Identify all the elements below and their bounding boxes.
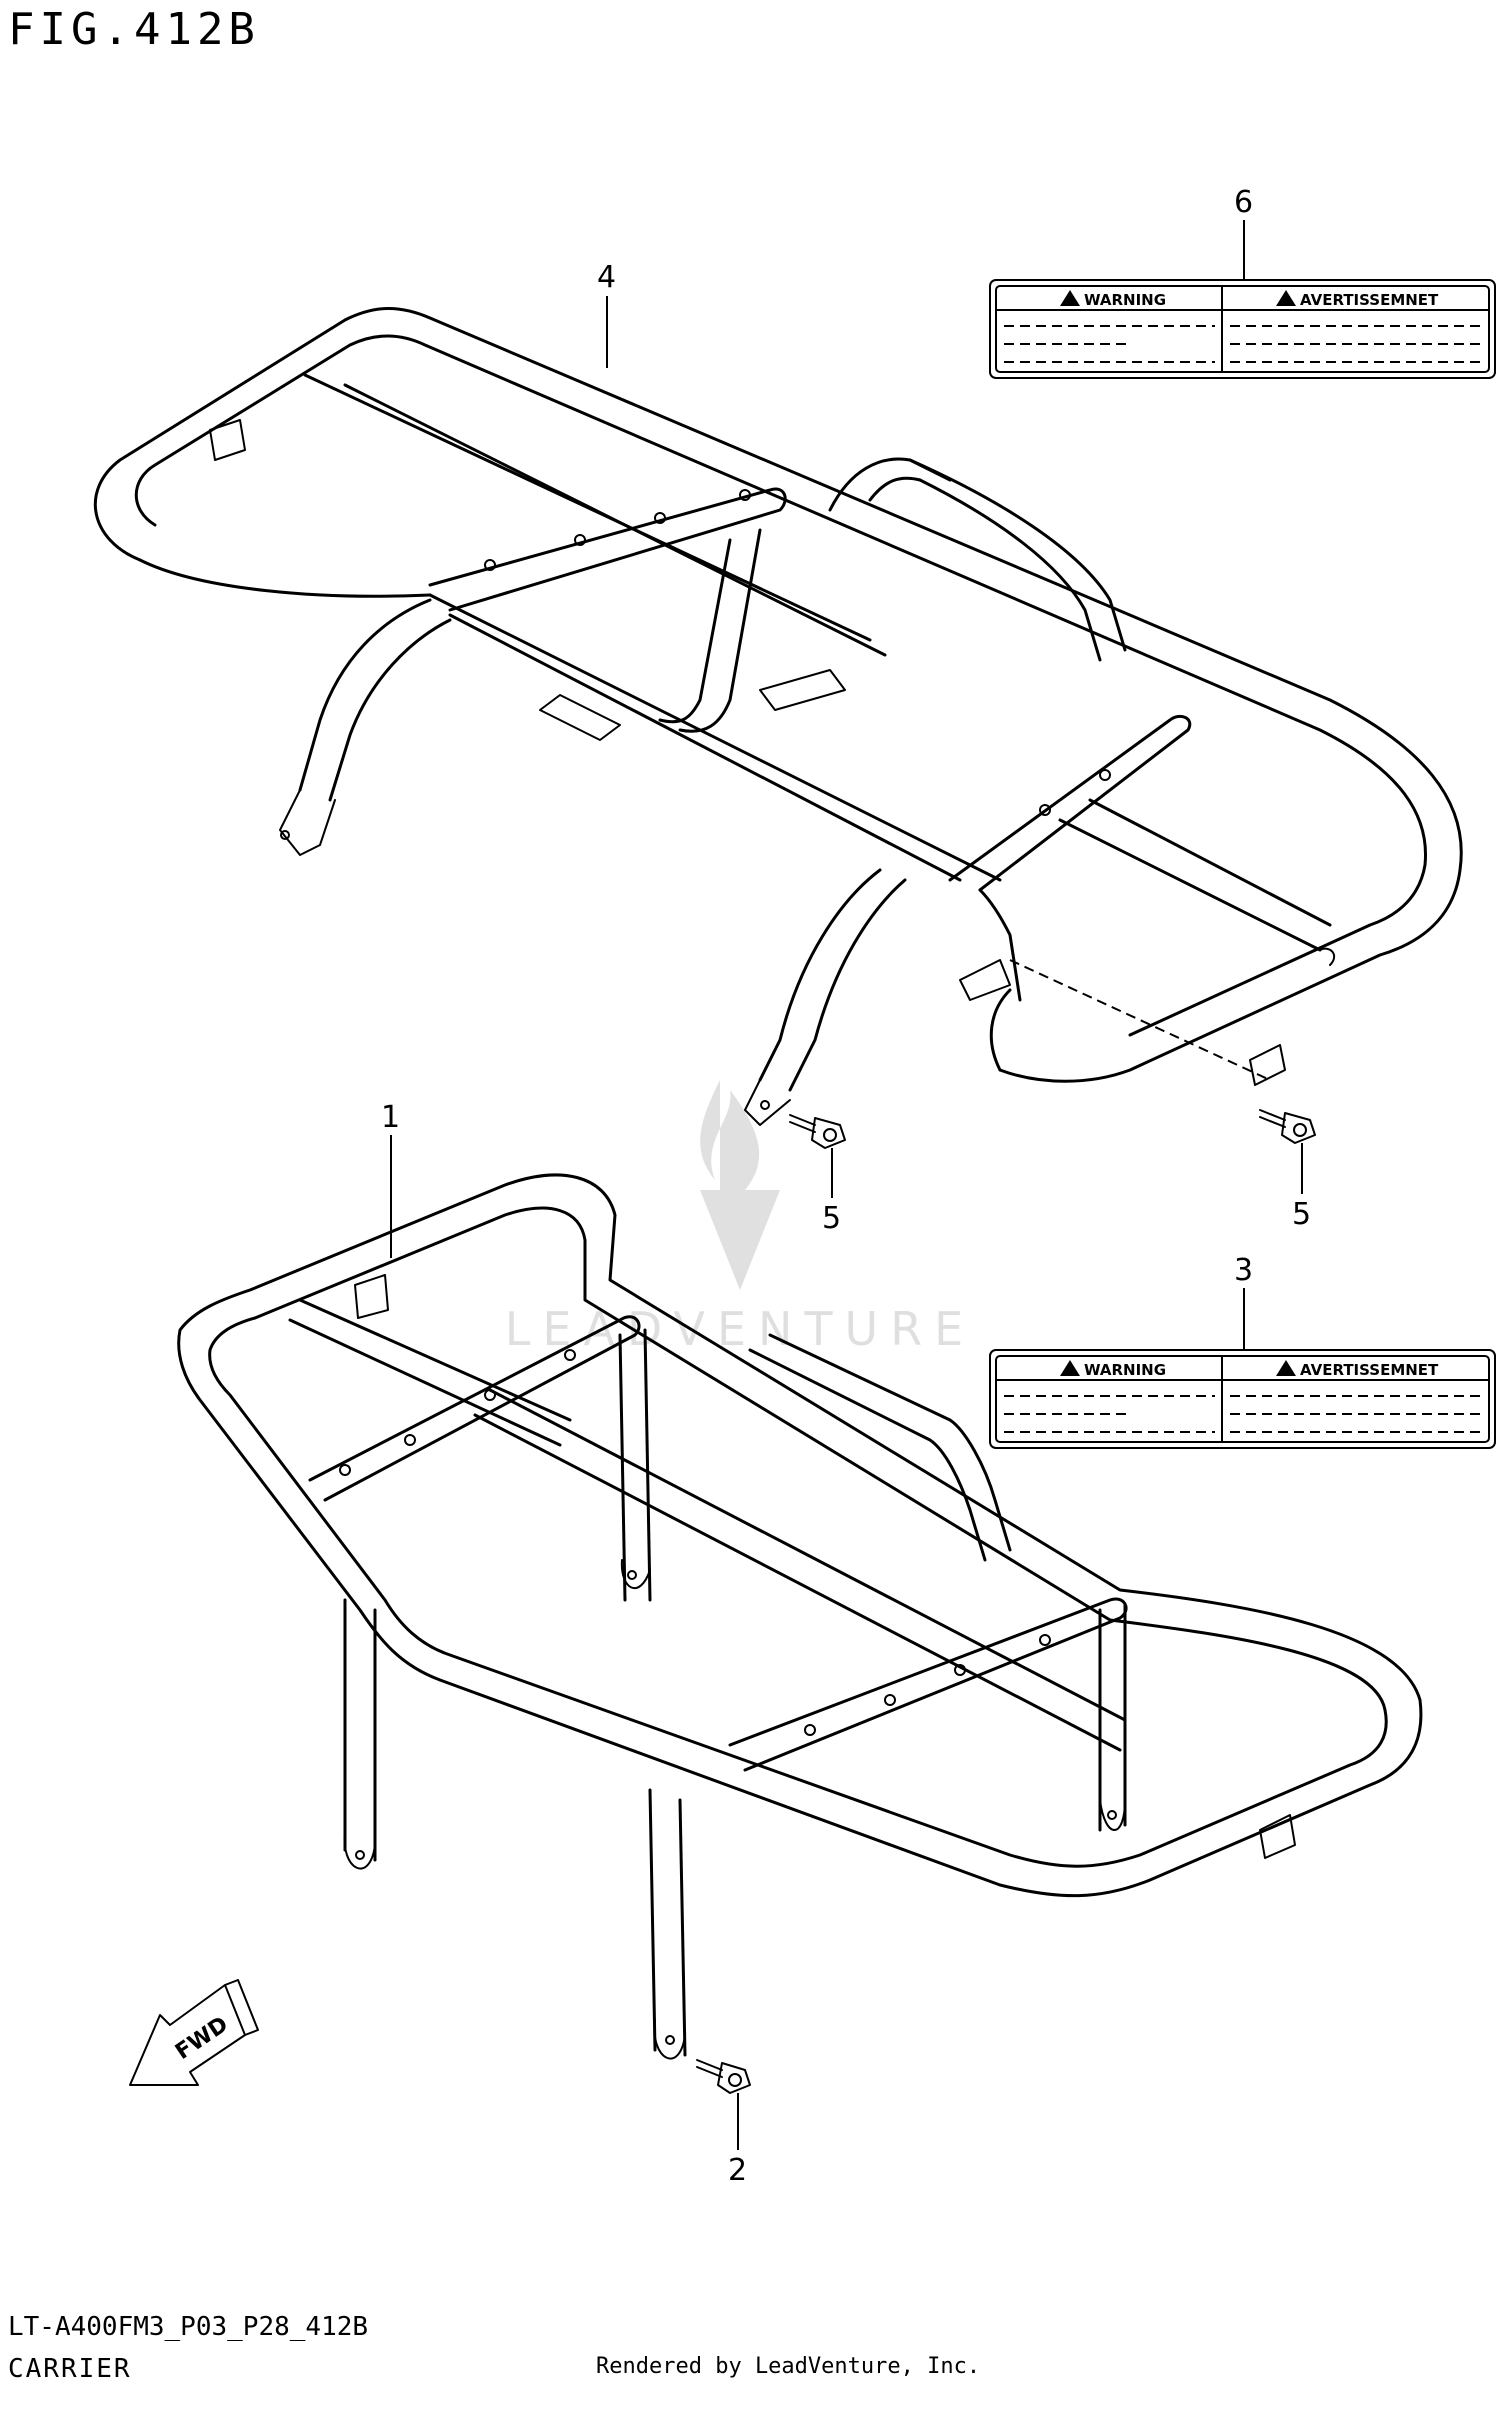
bolt-part-5-left xyxy=(789,1114,846,1149)
watermark-text: LEADVENTURE xyxy=(505,1302,976,1356)
label-3-left-title: WARNING xyxy=(1084,1361,1166,1379)
callout-5-right: 5 xyxy=(1292,1143,1311,1232)
callout-number-1: 1 xyxy=(381,1100,400,1135)
callout-2: 2 xyxy=(728,2093,747,2188)
flame-v-logo-icon xyxy=(700,1080,780,1290)
bolt-part-2 xyxy=(696,2059,751,2094)
bolt-part-5-right xyxy=(1259,1109,1316,1144)
label-3-right-title: AVERTISSEMNET xyxy=(1300,1361,1439,1379)
watermark: LEADVENTURE xyxy=(505,1080,976,1356)
callout-number-5-left: 5 xyxy=(822,1201,841,1236)
model-code: LT-A400FM3_P03_P28_412B xyxy=(8,2312,369,2342)
fwd-text: FWD xyxy=(171,2012,233,2065)
forward-direction-arrow: FWD xyxy=(129,1979,259,2086)
callout-number-6: 6 xyxy=(1234,185,1253,220)
warning-triangle-icon xyxy=(1060,1360,1080,1376)
callout-4: 4 xyxy=(597,260,616,368)
callout-number-4: 4 xyxy=(597,260,616,295)
warning-triangle-icon xyxy=(1276,290,1296,306)
callout-1: 1 xyxy=(381,1100,400,1258)
label-6-left-title: WARNING xyxy=(1084,291,1166,309)
upper-carrier-part-4 xyxy=(93,307,1463,1126)
label-6-right-title: AVERTISSEMNET xyxy=(1300,291,1439,309)
rendered-by-credit: Rendered by LeadVenture, Inc. xyxy=(596,2354,981,2379)
figure-title: FIG.412B xyxy=(8,4,260,55)
callout-number-5-right: 5 xyxy=(1292,1197,1311,1232)
warning-triangle-icon xyxy=(1060,290,1080,306)
callout-number-3: 3 xyxy=(1234,1253,1253,1288)
warning-triangle-icon xyxy=(1276,1360,1296,1376)
callout-6: 6 xyxy=(1234,185,1253,280)
callout-3: 3 xyxy=(1234,1253,1253,1350)
section-name: CARRIER xyxy=(8,2354,132,2384)
warning-label-part-3: WARNING AVERTISSEMNET xyxy=(989,1349,1496,1449)
lower-carrier-part-1 xyxy=(177,1173,1423,2060)
arrow-icon xyxy=(129,1984,246,2086)
warning-label-part-6: WARNING AVERTISSEMNET xyxy=(989,279,1496,379)
callout-5-left: 5 xyxy=(822,1148,841,1236)
callout-number-2: 2 xyxy=(728,2153,747,2188)
